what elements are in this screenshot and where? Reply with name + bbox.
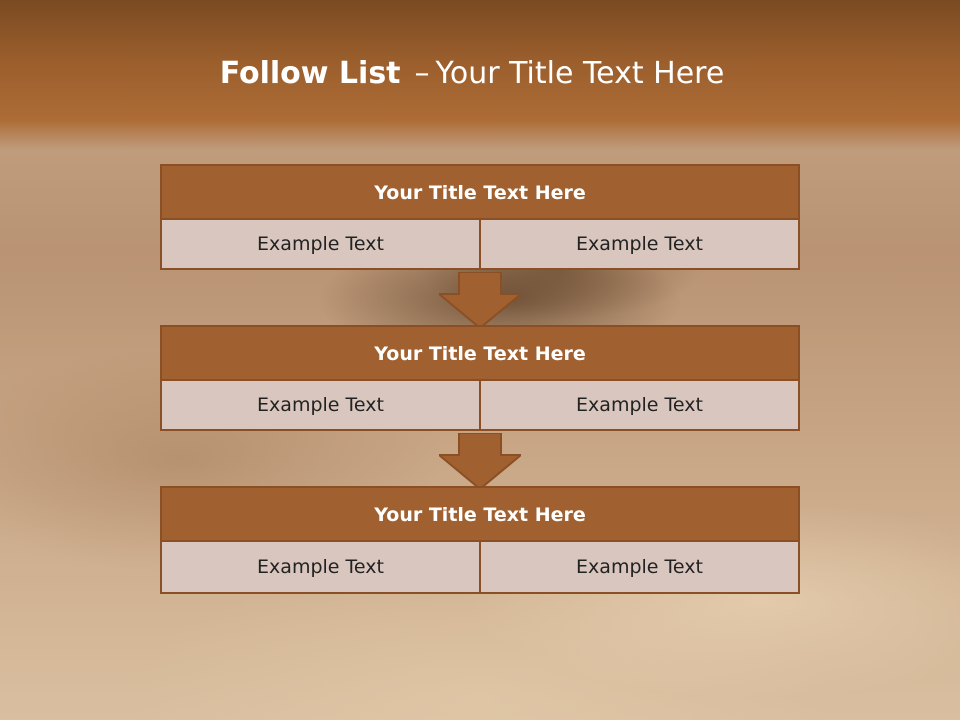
step-row: Example Text Example Text [160,542,800,594]
step-cell-right: Example Text [479,381,800,431]
slide-title-rest: Your Title Text Here [435,56,725,91]
step-cell-left: Example Text [160,381,479,431]
step-title: Your Title Text Here [160,325,800,381]
step-block-1: Your Title Text Here Example Text Exampl… [160,164,800,270]
header-band [0,0,960,150]
step-cell-left: Example Text [160,220,479,270]
step-title: Your Title Text Here [160,486,800,542]
step-block-3: Your Title Text Here Example Text Exampl… [160,486,800,594]
step-row: Example Text Example Text [160,381,800,431]
step-cell-left: Example Text [160,542,479,594]
step-title: Your Title Text Here [160,164,800,220]
step-row: Example Text Example Text [160,220,800,270]
step-cell-right: Example Text [479,220,800,270]
slide-title-bold: Follow List [219,56,401,91]
down-arrow-icon [439,433,521,489]
step-block-2: Your Title Text Here Example Text Exampl… [160,325,800,431]
down-arrow-icon [439,272,521,328]
slide-title: Follow List–Your Title Text Here [0,52,944,96]
slide-title-separator: – [414,56,430,91]
step-cell-right: Example Text [479,542,800,594]
